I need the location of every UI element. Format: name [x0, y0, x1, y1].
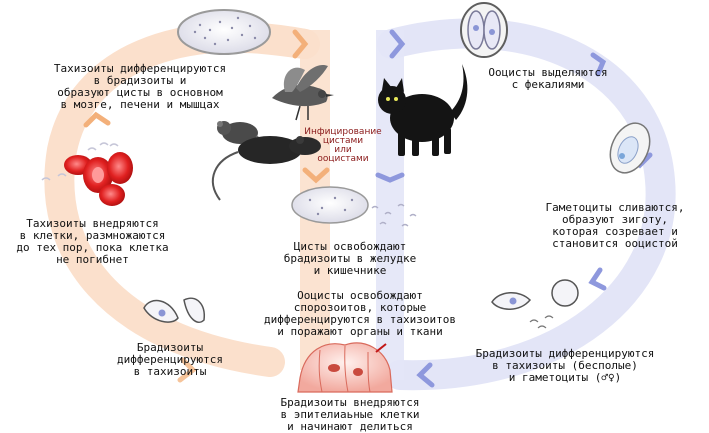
epithelial-cells-icon — [297, 342, 393, 393]
label-oocysts-release: Ооцисты освобождают спорозоитов, которые… — [263, 289, 457, 338]
gametocytes-icon — [491, 279, 579, 329]
label-tachyzoites-invade: Тахизоиты внедряются в клетки, размножаю… — [16, 217, 169, 266]
left-cycle-arrows — [83, 29, 330, 383]
label-tachyzoites-differentiate: Тахизоиты дифференцируются в брадизоиты … — [53, 62, 227, 111]
tissue-cyst-icon — [177, 9, 271, 55]
released-cyst-icon — [291, 186, 417, 227]
label-cysts-release: Цисты освобождают брадизоиты в желудке и… — [283, 240, 417, 277]
label-bradyzoites-to-tachyzoites: Брадизоиты дифференцируются в тахизоиты — [117, 341, 223, 378]
label-oocysts-excreted: Ооцисты выделяются с фекалиями — [488, 66, 608, 91]
label-bradyzoites-to-gametocytes: Брадизоиты дифференцируются в тахизоиты … — [475, 347, 655, 384]
zygote-icon — [609, 122, 651, 174]
rat-icon — [211, 136, 321, 201]
bradyzoite-icon — [143, 297, 205, 323]
label-bradyzoites-invade: Брадизоиты внедряются в эпителиаьные кле… — [280, 396, 420, 433]
label-infection: Инфицирование цистами или ооцистами — [304, 127, 382, 164]
red-blood-cells-icon — [41, 142, 133, 206]
bird-icon — [272, 64, 334, 121]
cat-icon — [378, 64, 468, 156]
label-gametocytes-fuse: Гаметоциты сливаются, образуют зиготу, к… — [545, 201, 685, 250]
oocyst-icon — [460, 2, 508, 58]
